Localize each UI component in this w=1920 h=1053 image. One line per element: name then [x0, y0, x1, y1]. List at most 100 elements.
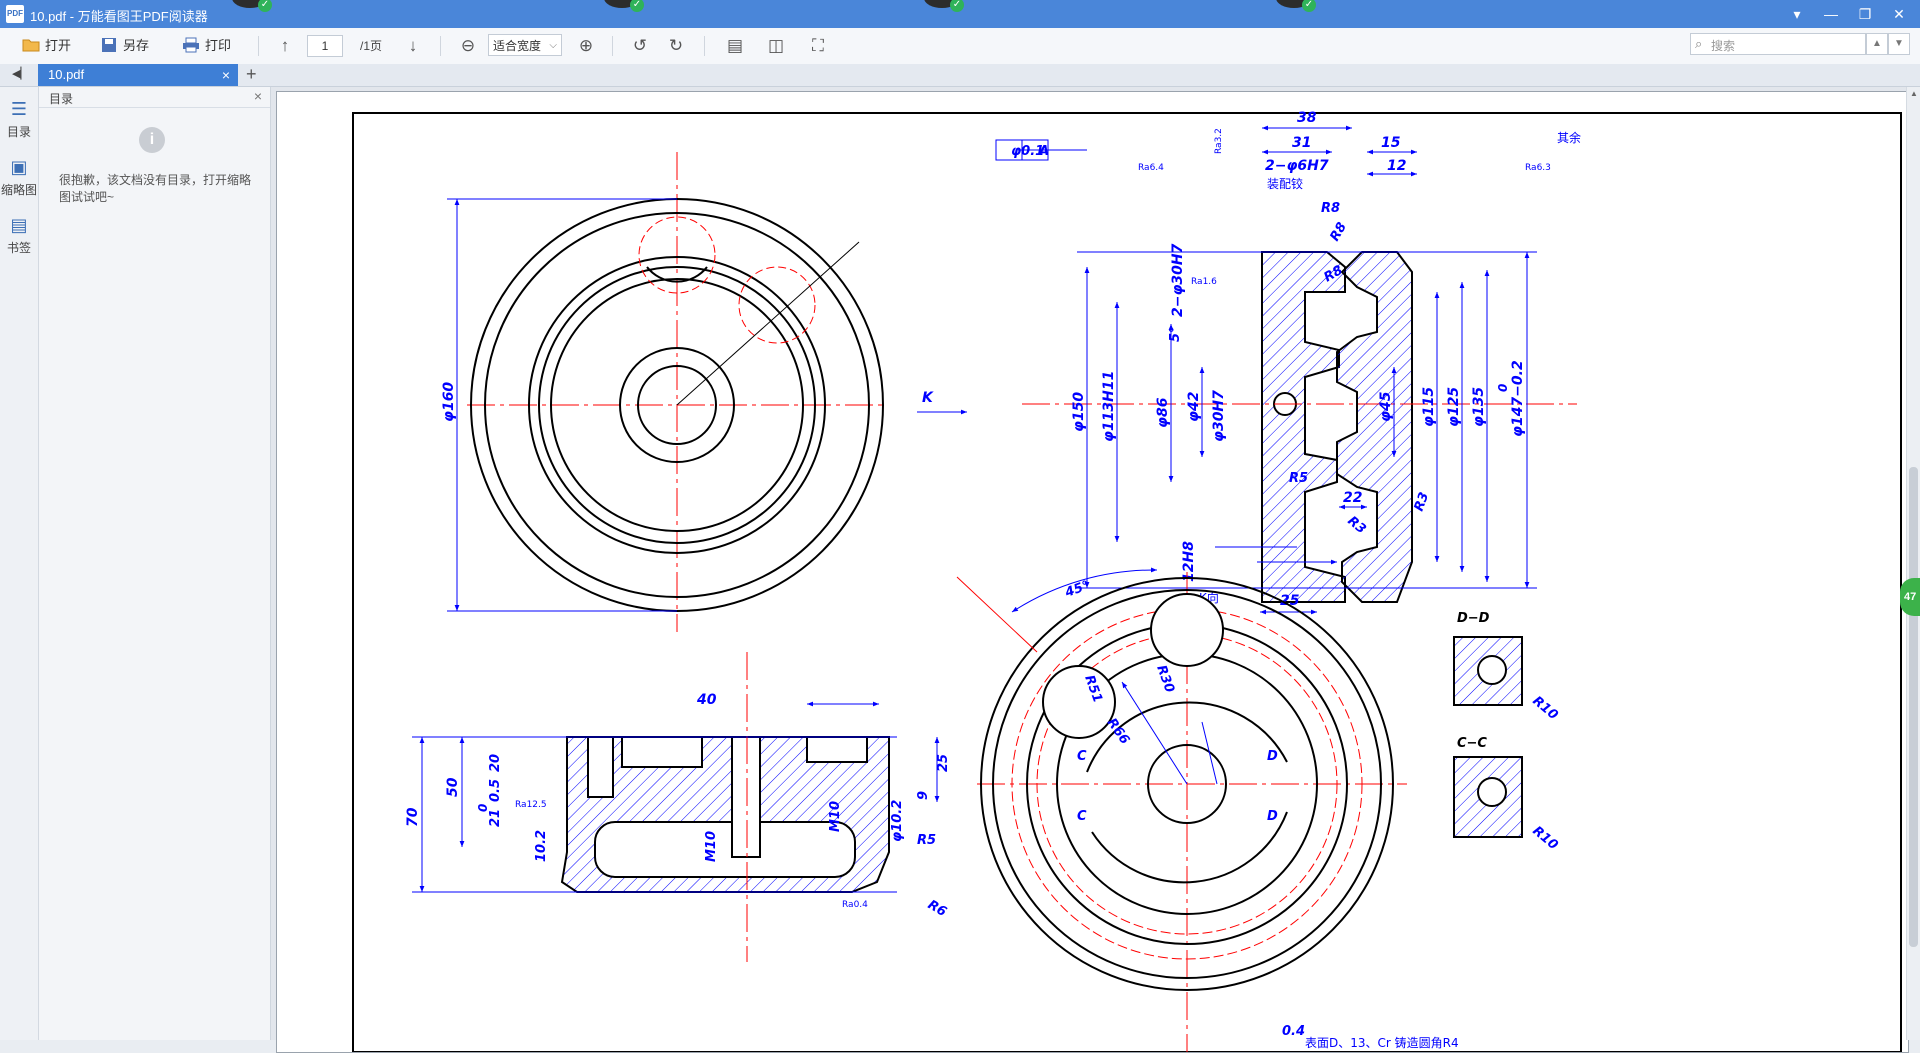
leader-line	[676, 241, 860, 406]
dim-text: 50	[445, 777, 461, 797]
dim-text: φ42	[1186, 392, 1202, 422]
close-window-button[interactable]: ✕	[1893, 6, 1905, 22]
search-prev-button[interactable]: ▲	[1866, 33, 1888, 55]
roughness-text: Ra1.6	[1191, 277, 1217, 287]
tab-bar: ◀▏ 10.pdf × +	[0, 64, 1920, 87]
separator	[704, 36, 705, 56]
rail-outline[interactable]: ☰目录	[0, 97, 38, 140]
vertical-scrollbar[interactable]: ▲	[1906, 87, 1920, 1040]
dim-text: 25	[936, 754, 951, 772]
dim-text: φ30H7	[1211, 390, 1227, 442]
top-view	[447, 152, 887, 632]
fullscreen-icon[interactable]: ⛶	[812, 36, 824, 55]
new-tab-button[interactable]: +	[246, 64, 257, 84]
taskbar-thumbnail[interactable]: ✓	[1276, 0, 1316, 12]
section-hole	[1477, 777, 1507, 807]
check-icon: ✓	[630, 0, 644, 12]
print-label: 打印	[205, 38, 232, 53]
section-title: D−D	[1457, 611, 1490, 626]
roughness-text: Ra0.4	[842, 900, 868, 910]
dim-text: 15	[1381, 135, 1401, 151]
dim-text: φ115	[1421, 387, 1437, 427]
dim-text: φ147−0.2	[1510, 360, 1526, 437]
open-button[interactable]: 打开	[22, 35, 71, 57]
tolerance-frame	[995, 139, 1049, 161]
roughness-text: Ra6.4	[1138, 163, 1164, 173]
dim-text: φ160	[441, 382, 457, 422]
printer-icon	[183, 37, 199, 53]
next-page-icon[interactable]: ↓	[408, 36, 418, 55]
dim-text: 31	[1292, 135, 1311, 151]
menu-button[interactable]: ▾	[1793, 6, 1801, 22]
outline-empty-message: 很抱歉，该文档没有目录，打开缩略图试试吧~	[59, 173, 252, 204]
dim-text: 5°	[1168, 326, 1183, 342]
title-bar: PDF 10.pdf - 万能看图王PDF阅读器 ✓ ✓ ✓ ✓ ▾ — ❐ ✕	[0, 0, 1920, 28]
dim-text: 38	[1297, 110, 1317, 126]
dim-text: M10	[704, 831, 719, 862]
section-mark: C	[1077, 749, 1087, 764]
outline-header: 目录 ×	[39, 87, 270, 108]
open-label: 打开	[45, 38, 72, 53]
print-button[interactable]: 打印	[182, 35, 231, 57]
outline-panel: 目录 × i 很抱歉，该文档没有目录，打开缩略图试试吧~	[39, 87, 271, 1040]
rail-bookmarks[interactable]: ▤书签	[0, 213, 38, 256]
dim-text: 0	[476, 804, 490, 812]
taskbar-thumbnail[interactable]: ✓	[232, 0, 272, 12]
restore-button[interactable]: ❐	[1858, 6, 1872, 22]
section-mark: D	[1267, 809, 1278, 824]
dim-text: 21	[488, 809, 503, 827]
check-icon: ✓	[950, 0, 964, 12]
zoom-out-icon[interactable]: ⊖	[460, 36, 476, 55]
close-tab-icon[interactable]: ×	[221, 67, 230, 83]
hole-circle	[638, 216, 716, 294]
dim-text: R5	[917, 833, 936, 848]
rotate-left-icon[interactable]: ↺	[632, 36, 648, 55]
folder-icon	[22, 39, 40, 52]
dim-text: 2−φ6H7	[1265, 158, 1329, 174]
single-page-icon[interactable]: ▤	[726, 36, 744, 55]
window-title: 10.pdf - 万能看图王PDF阅读器	[30, 9, 208, 24]
rotate-right-icon[interactable]: ↻	[668, 36, 684, 55]
front-section	[412, 652, 940, 962]
dim-text: R6	[925, 897, 949, 920]
taskbar-thumbnail[interactable]: ✓	[604, 0, 644, 12]
zoom-mode-select[interactable]: 适合宽度⌵	[488, 34, 562, 56]
zoom-in-icon[interactable]: ⊕	[578, 36, 594, 55]
page-total: /1页	[360, 39, 383, 53]
view-label: K	[922, 390, 934, 406]
section-hatch-left	[1261, 251, 1346, 603]
check-icon: ✓	[258, 0, 272, 12]
tab-label: 10.pdf	[48, 67, 85, 82]
page-number-input[interactable]: 1	[307, 35, 343, 57]
floating-badge[interactable]: 47	[1900, 578, 1920, 616]
dim-text: φ135	[1471, 387, 1487, 427]
search-next-button[interactable]: ▼	[1888, 33, 1910, 55]
document-viewport[interactable]: φ160	[271, 87, 1920, 1053]
rail-thumbnails[interactable]: ▣缩略图	[0, 155, 38, 198]
dim-text: R8	[1327, 220, 1350, 244]
list-icon: ☰	[10, 99, 28, 119]
previous-page-icon[interactable]: ↑	[280, 36, 290, 55]
dim-text: R3	[1344, 514, 1368, 538]
save-as-button[interactable]: 另存	[100, 35, 149, 57]
dim-text: 10.2	[534, 830, 549, 862]
taskbar-thumbnail[interactable]: ✓	[924, 0, 964, 12]
two-page-icon[interactable]: ◫	[767, 36, 785, 55]
save-as-label: 另存	[123, 38, 150, 53]
dim-text: 0.5	[488, 779, 503, 802]
scroll-thumb[interactable]	[1909, 467, 1918, 947]
note-text: 装配铰	[1267, 176, 1303, 191]
roughness-text: Ra12.5	[515, 800, 547, 810]
search-input[interactable]: ⌕ 搜索	[1690, 33, 1866, 55]
section-dimensions	[917, 125, 1537, 589]
collapse-sidebar-icon[interactable]: ◀▏	[12, 68, 29, 80]
scroll-up-icon[interactable]: ▲	[1910, 89, 1918, 98]
drawing-border	[352, 112, 1902, 1052]
dim-text: R30	[1153, 663, 1177, 695]
minimize-button[interactable]: —	[1824, 6, 1838, 22]
close-icon[interactable]: ×	[253, 88, 262, 104]
dim-text: 25	[1280, 593, 1300, 609]
note-text: 表面D、13、Cr 铸造圆角R4	[1305, 1035, 1459, 1050]
tab-document[interactable]: 10.pdf ×	[38, 64, 238, 86]
dim-text: R8	[1321, 201, 1340, 216]
